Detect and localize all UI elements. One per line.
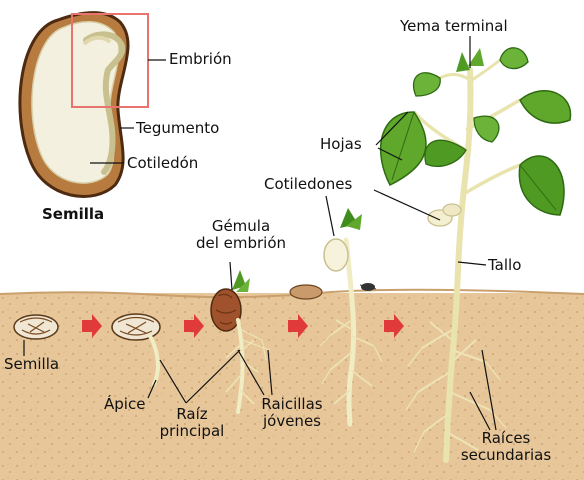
stage3-gemmule-seedling — [210, 270, 271, 414]
label-yema-terminal: Yema terminal — [400, 17, 508, 35]
label-raices-line1: Raíces — [481, 429, 531, 447]
label-raiz-principal: Raíz principal — [148, 406, 236, 440]
stage2-seed-radicle — [111, 313, 161, 386]
label-gemula-line2: del embrión — [195, 234, 287, 252]
soil-surface — [0, 288, 584, 299]
label-embrion: Embrión — [169, 50, 232, 68]
label-raiz-line1: Raíz — [176, 405, 208, 423]
label-raiz-line2: principal — [159, 422, 225, 440]
stage1-seed — [13, 314, 59, 340]
arrow-2 — [184, 314, 204, 338]
label-apice: Ápice — [104, 395, 146, 413]
arrow-3 — [288, 314, 308, 338]
label-raicillas-jovenes: Raicillas jóvenes — [248, 396, 336, 430]
label-cotiledon: Cotiledón — [127, 154, 199, 172]
label-raices-line2: secundarias — [460, 446, 552, 464]
label-raicillas-line2: jóvenes — [262, 412, 321, 430]
label-gemula-line1: Gémula — [211, 217, 271, 235]
leader-lines — [23, 36, 497, 431]
label-gemula: Gémula del embrión — [186, 218, 296, 252]
stage5-mature-plant — [379, 47, 572, 463]
label-raicillas-line1: Raicillas — [261, 395, 323, 413]
label-semilla-stage: Semilla — [4, 355, 60, 373]
label-raices-secundarias: Raíces secundarias — [446, 430, 566, 464]
seed-cross-section — [18, 11, 130, 198]
stage4-emerging-seedling — [319, 208, 383, 427]
label-tallo: Tallo — [488, 256, 522, 274]
label-cotiledones: Cotiledones — [264, 175, 353, 193]
label-hojas: Hojas — [320, 135, 362, 153]
arrow-1 — [82, 314, 102, 338]
arrow-4 — [384, 314, 404, 338]
label-semilla-title: Semilla — [42, 205, 105, 223]
label-tegumento: Tegumento — [136, 119, 220, 137]
